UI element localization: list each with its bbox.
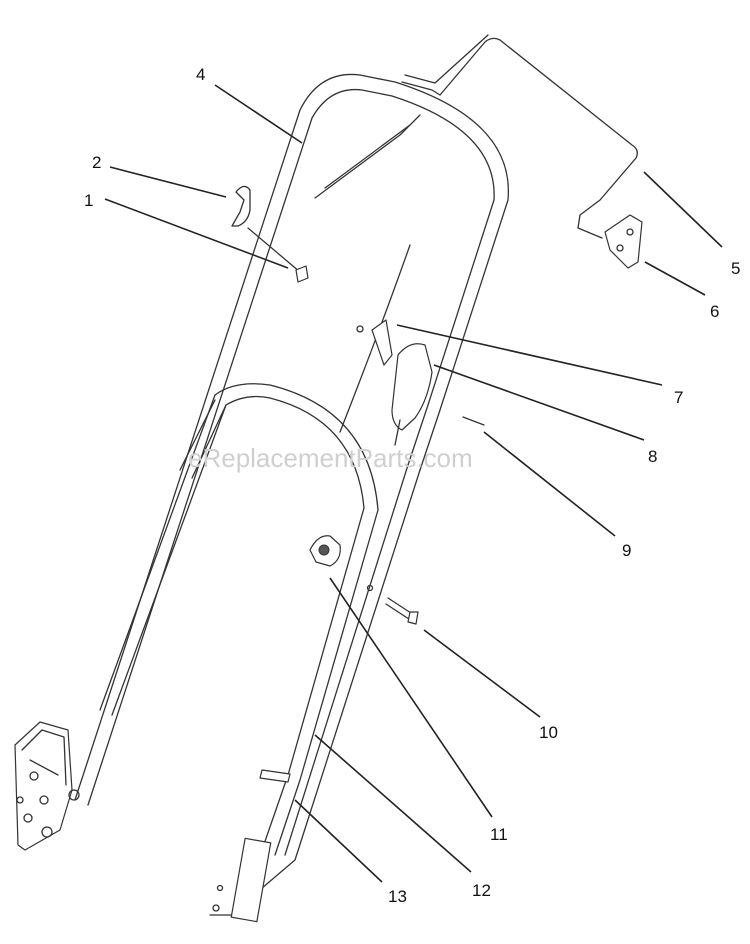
callout-6: 6 xyxy=(710,302,719,321)
handle-bracket xyxy=(14,721,80,851)
bushing-part-13 xyxy=(259,769,291,783)
cable-guide-part-2 xyxy=(231,185,301,273)
callout-9: 9 xyxy=(622,541,631,560)
callout-8: 8 xyxy=(648,447,657,466)
callout-4: 4 xyxy=(196,65,205,84)
callout-12: 12 xyxy=(472,881,491,900)
callout-10: 10 xyxy=(539,723,558,742)
callout-13: 13 xyxy=(388,887,407,906)
callout-1: 1 xyxy=(84,191,93,210)
control-bail-part-5 xyxy=(314,34,638,239)
throttle-control-part-8 xyxy=(339,244,485,446)
callout-11: 11 xyxy=(490,825,508,844)
leader-lines xyxy=(104,84,723,883)
watermark-text: eReplacementParts.com xyxy=(188,443,473,473)
callout-numbers: 1 2 4 5 6 7 8 9 10 11 12 13 xyxy=(84,65,740,906)
upper-handle-part-4 xyxy=(74,73,510,806)
lower-handle-part-12 xyxy=(99,383,421,923)
callout-5: 5 xyxy=(731,259,740,278)
screw-part-1 xyxy=(295,265,309,283)
bail-bracket-part-6 xyxy=(604,214,643,269)
callout-7: 7 xyxy=(674,388,683,407)
carriage-bolt-part-10 xyxy=(366,584,419,625)
callout-2: 2 xyxy=(92,153,101,172)
handle-knob-part-11 xyxy=(309,535,341,567)
